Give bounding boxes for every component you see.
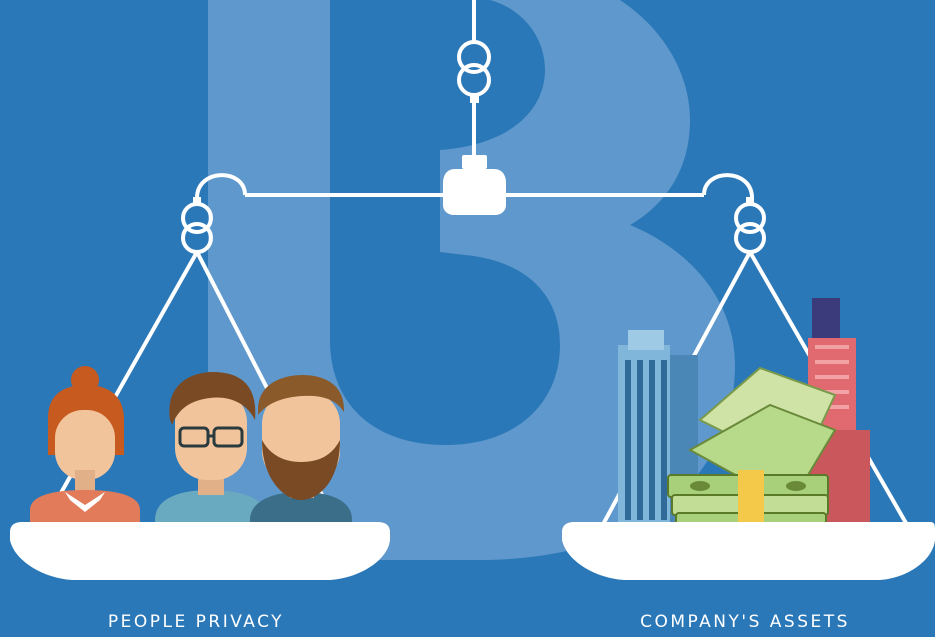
- left-pan-label: PEOPLE PRIVACY: [107, 612, 285, 632]
- bearded-man-avatar-icon: [250, 375, 352, 532]
- left-pan-icon: [10, 522, 390, 580]
- right-clip-icon: [746, 197, 754, 205]
- left-clip-icon: [193, 197, 201, 205]
- assets-icon: [618, 298, 870, 536]
- woman-avatar-icon: [30, 366, 140, 532]
- pivot-weight-icon: [443, 155, 506, 215]
- people-avatars-icon: [30, 366, 352, 532]
- hanger-clip-icon: [470, 95, 479, 103]
- left-ring-icon: [181, 202, 213, 254]
- right-pan-icon: [562, 522, 935, 580]
- right-ring-icon: [734, 202, 766, 254]
- top-hanger-icon: [457, 0, 491, 160]
- right-pan-label: COMPANY'S ASSETS: [640, 612, 850, 632]
- scale-beam-icon: [195, 173, 754, 199]
- man-glasses-avatar-icon: [155, 372, 268, 532]
